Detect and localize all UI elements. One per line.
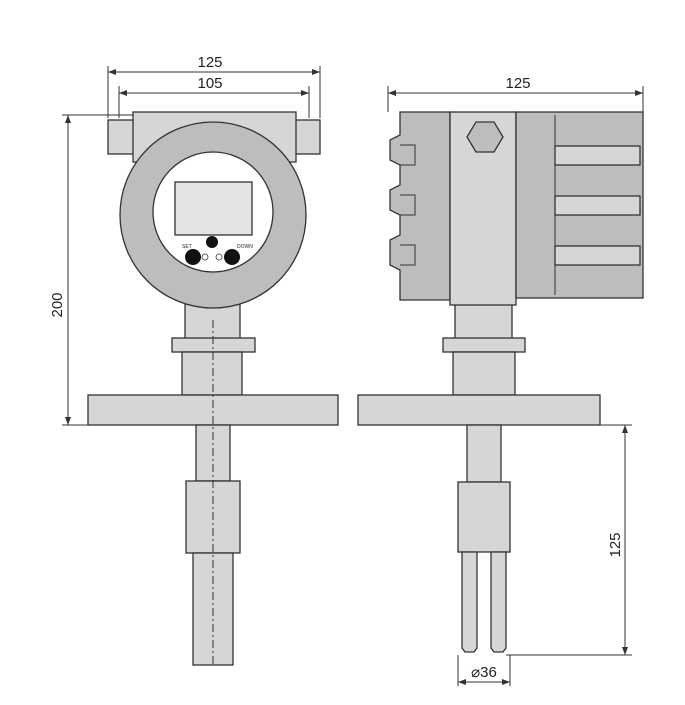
dimension-height: 200 (49, 114, 135, 426)
side-probe-rod (466, 424, 502, 483)
down-button (224, 249, 240, 265)
side-collar (442, 337, 526, 353)
dimension-width-inner: 105 (118, 75, 310, 118)
front-view: 125 105 200 SET DOWN (49, 54, 339, 666)
dimension-width-outer: 125 (107, 54, 321, 118)
dimension-side-width: 125 (387, 75, 644, 112)
indicator-led (201, 253, 209, 261)
tuning-fork-tine (490, 551, 507, 653)
dimension-probe-diameter: ⌀36 (457, 655, 511, 686)
down-label: DOWN (237, 244, 253, 250)
dimension-probe-length: 125 (506, 424, 632, 656)
dim-probe-125-label: 125 (607, 532, 624, 557)
side-lower-neck (452, 351, 516, 396)
housing-left-cover (389, 111, 451, 301)
cooling-fin (554, 195, 641, 216)
side-probe-sleeve (457, 481, 511, 553)
dim-diameter-label: ⌀36 (471, 664, 497, 681)
lcd-display (174, 181, 253, 236)
lower-neck (181, 351, 243, 396)
cooling-fin (554, 245, 641, 266)
hex-nut (466, 121, 504, 153)
side-flange (357, 394, 601, 426)
side-neck (454, 299, 513, 341)
tuning-fork-tine (461, 551, 478, 653)
dim-200-label: 200 (49, 292, 66, 317)
set-label: SET (182, 244, 192, 250)
cooling-fin (554, 145, 641, 166)
mode-button (206, 236, 218, 248)
indicator-led (215, 253, 223, 261)
side-view: 125 125 ⌀36 (357, 75, 644, 686)
cable-gland-left (107, 119, 136, 155)
dim-125-label: 125 (197, 54, 222, 71)
cable-gland-right (293, 119, 321, 155)
dim-105-label: 105 (197, 75, 222, 92)
dim-side-125-label: 125 (505, 75, 530, 92)
set-button (185, 249, 201, 265)
